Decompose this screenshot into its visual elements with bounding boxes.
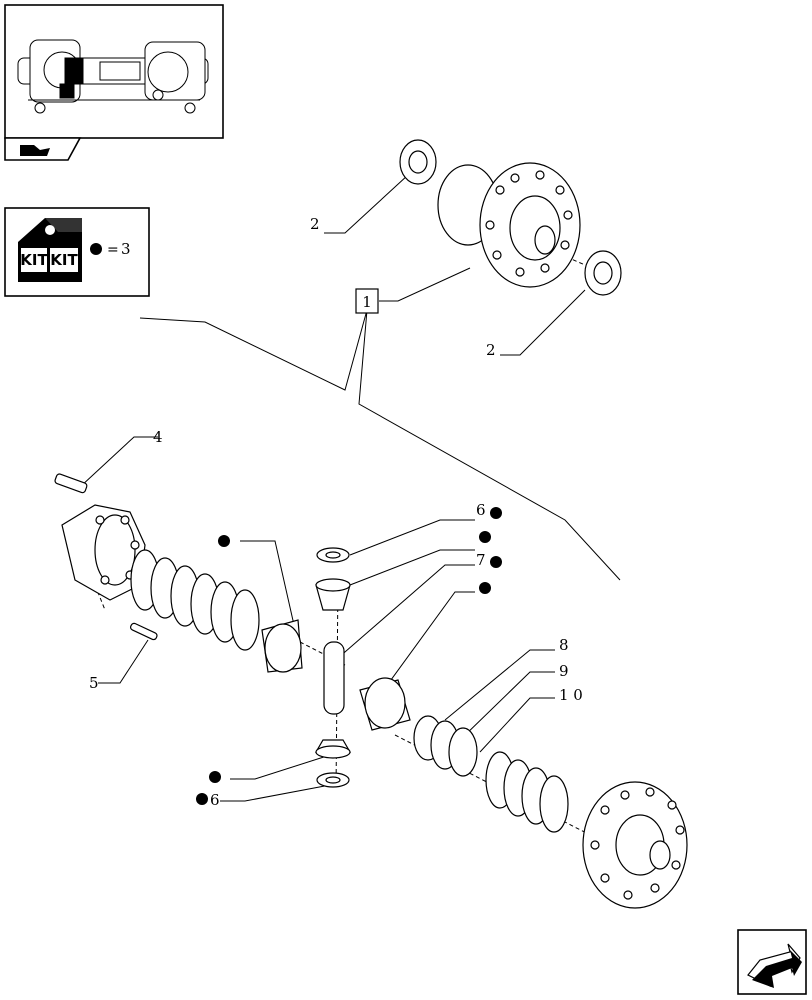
callout-8: 8	[559, 636, 569, 654]
callout-2-top: 2	[310, 215, 320, 233]
callout-6-bottom: 6	[210, 791, 220, 809]
callout-2-bottom: 2	[486, 341, 496, 359]
callout-6-top: 6	[476, 501, 486, 519]
callout-4: 4	[153, 428, 163, 446]
arrow-badge-icon	[20, 145, 50, 156]
kit-equals: =	[107, 242, 119, 258]
kit-label-left: KIT	[20, 251, 48, 269]
navigation-arrow-icon[interactable]	[737, 929, 807, 995]
kit-box-icon: KIT KIT	[18, 218, 82, 282]
kit-bullet-icon	[90, 243, 102, 255]
callout-5: 5	[89, 674, 99, 692]
callout-1-box	[355, 288, 379, 314]
differential-assembly	[399, 139, 622, 296]
right-housing	[582, 781, 688, 909]
kit-number: 3	[121, 240, 131, 258]
left-clutch-pack	[130, 549, 260, 651]
callout-9: 9	[559, 662, 569, 680]
gear-set	[261, 547, 411, 788]
callout-1: 1	[362, 293, 372, 311]
kit-bullets	[196, 507, 502, 805]
kit-legend: KIT KIT = 3	[4, 207, 150, 297]
callout-7: 7	[476, 551, 486, 569]
callout-10: 1 0	[559, 686, 583, 704]
right-clutch-pack	[413, 715, 569, 833]
left-housing	[54, 473, 146, 601]
axle-thumbnail-icon[interactable]	[4, 4, 224, 161]
kit-label-right: KIT	[50, 251, 78, 269]
